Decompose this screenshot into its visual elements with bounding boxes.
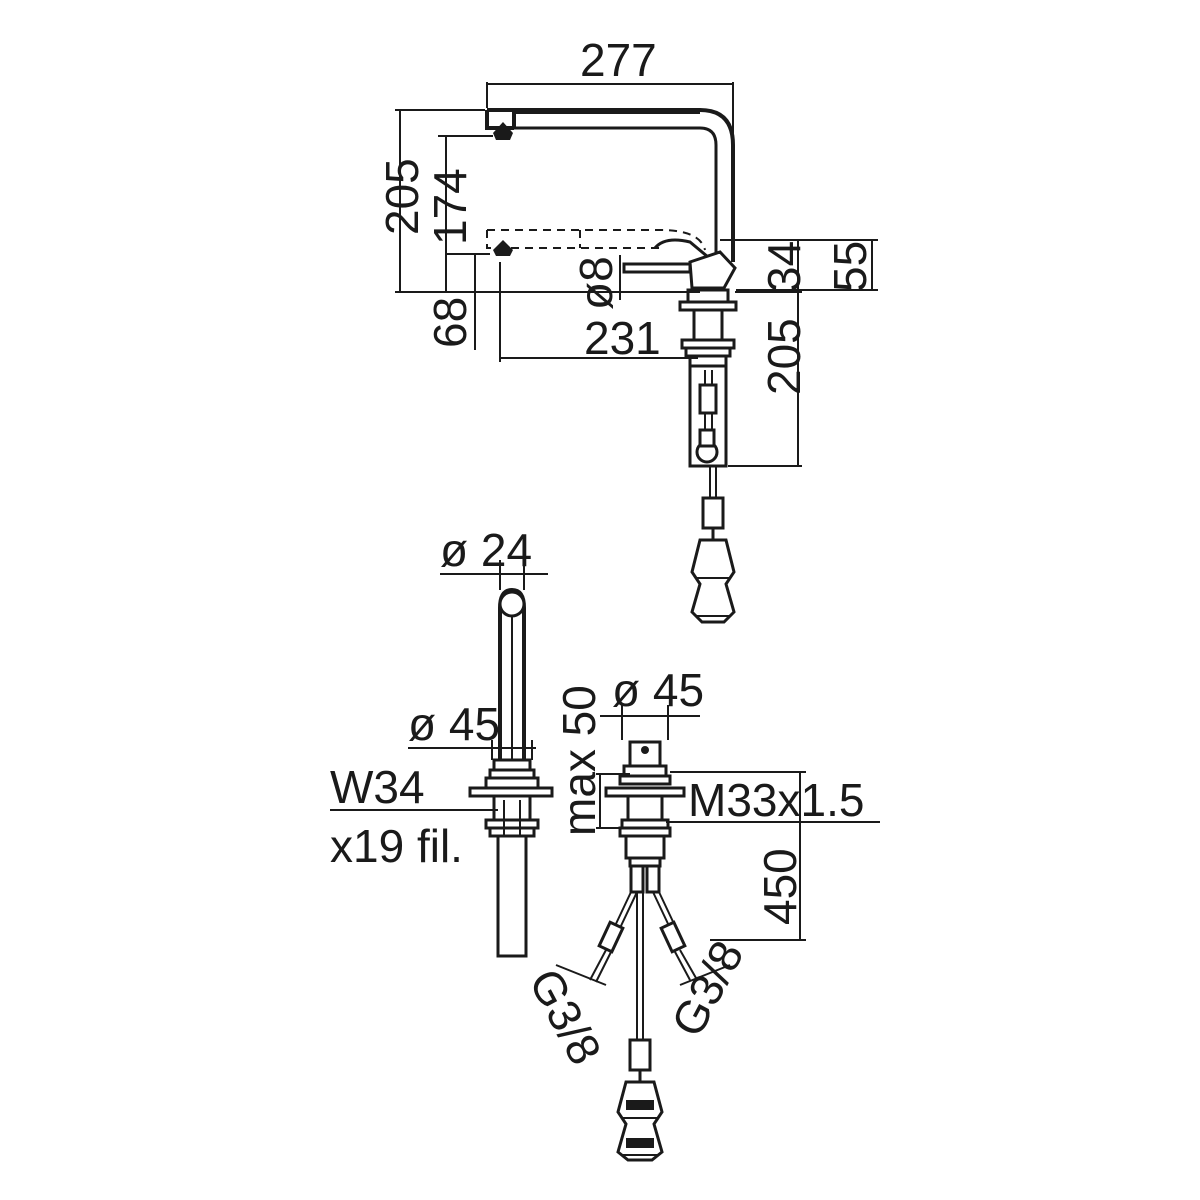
nozzle-tip: [493, 122, 513, 140]
side-shank: [678, 288, 738, 468]
dim-277-label: 277: [580, 34, 657, 86]
dim-205-height: 205: [376, 109, 485, 292]
dim-mixer-dia: ø 45: [600, 664, 704, 740]
dim-spout-dia-label: ø 24: [440, 524, 532, 576]
pulled-out-spout: [486, 229, 706, 256]
dim-34: 34: [720, 239, 810, 292]
dim-55: 55: [802, 239, 878, 292]
dim-mixer-dia-label: ø 45: [612, 664, 704, 716]
dim-174: 174: [424, 135, 493, 292]
dim-277: 277: [486, 34, 734, 140]
dim-68-label: 68: [424, 297, 476, 348]
mixer-flanges: [604, 764, 686, 868]
dim-hose-length-label: 450: [754, 848, 806, 925]
dim-max-deck: max 50: [553, 685, 630, 836]
front-view: ø 24 ø 45 W34 x19 fil.: [330, 524, 554, 958]
dim-base-dia: ø 45: [408, 698, 536, 760]
dim-max-deck-label: max 50: [553, 685, 605, 836]
front-base: [468, 758, 554, 958]
mixer-view: ø 45 max 50 M33x1.5 450 G3/8: [519, 664, 880, 1162]
thread-spec-label: M33x1.5: [688, 774, 864, 826]
thread-count: x19 fil.: [330, 820, 463, 872]
side-hose-weight: [690, 466, 736, 624]
front-spout-column: [498, 608, 526, 760]
dim-hose-dia-label: ø8: [570, 256, 622, 310]
dim-205-height-label: 205: [376, 158, 428, 235]
spout-outline: [485, 108, 735, 262]
dim-base-dia-label: ø 45: [408, 698, 500, 750]
dim-205-shank-label: 205: [758, 318, 810, 395]
dim-231: 231: [499, 262, 698, 364]
mixer-fittings: [589, 864, 697, 1040]
side-hose-stub: [622, 262, 692, 274]
spout-inner: [514, 126, 718, 255]
dim-174-label: 174: [424, 168, 476, 245]
dim-231-label: 231: [584, 312, 661, 364]
lever: [653, 238, 715, 264]
dim-205-shank: 205: [728, 291, 810, 467]
dim-spout-dia: ø 24: [440, 524, 548, 590]
mixer-head: [688, 250, 737, 290]
dim-68: 68: [424, 254, 476, 350]
dim-hose-dia: ø8: [570, 255, 622, 310]
front-spout-end: [498, 590, 526, 618]
thread-callout: W34 x19 fil.: [330, 761, 498, 872]
thread-spec-callout: M33x1.5: [666, 771, 880, 826]
thread-label: W34: [330, 761, 425, 813]
side-view: 277 205 174 68 ø8: [376, 34, 878, 624]
dim-55-label: 55: [824, 241, 876, 292]
mixer-hose-weight: [616, 1038, 664, 1162]
dim-34-label: 34: [758, 241, 810, 292]
dim-hose-length: 450: [710, 772, 806, 941]
